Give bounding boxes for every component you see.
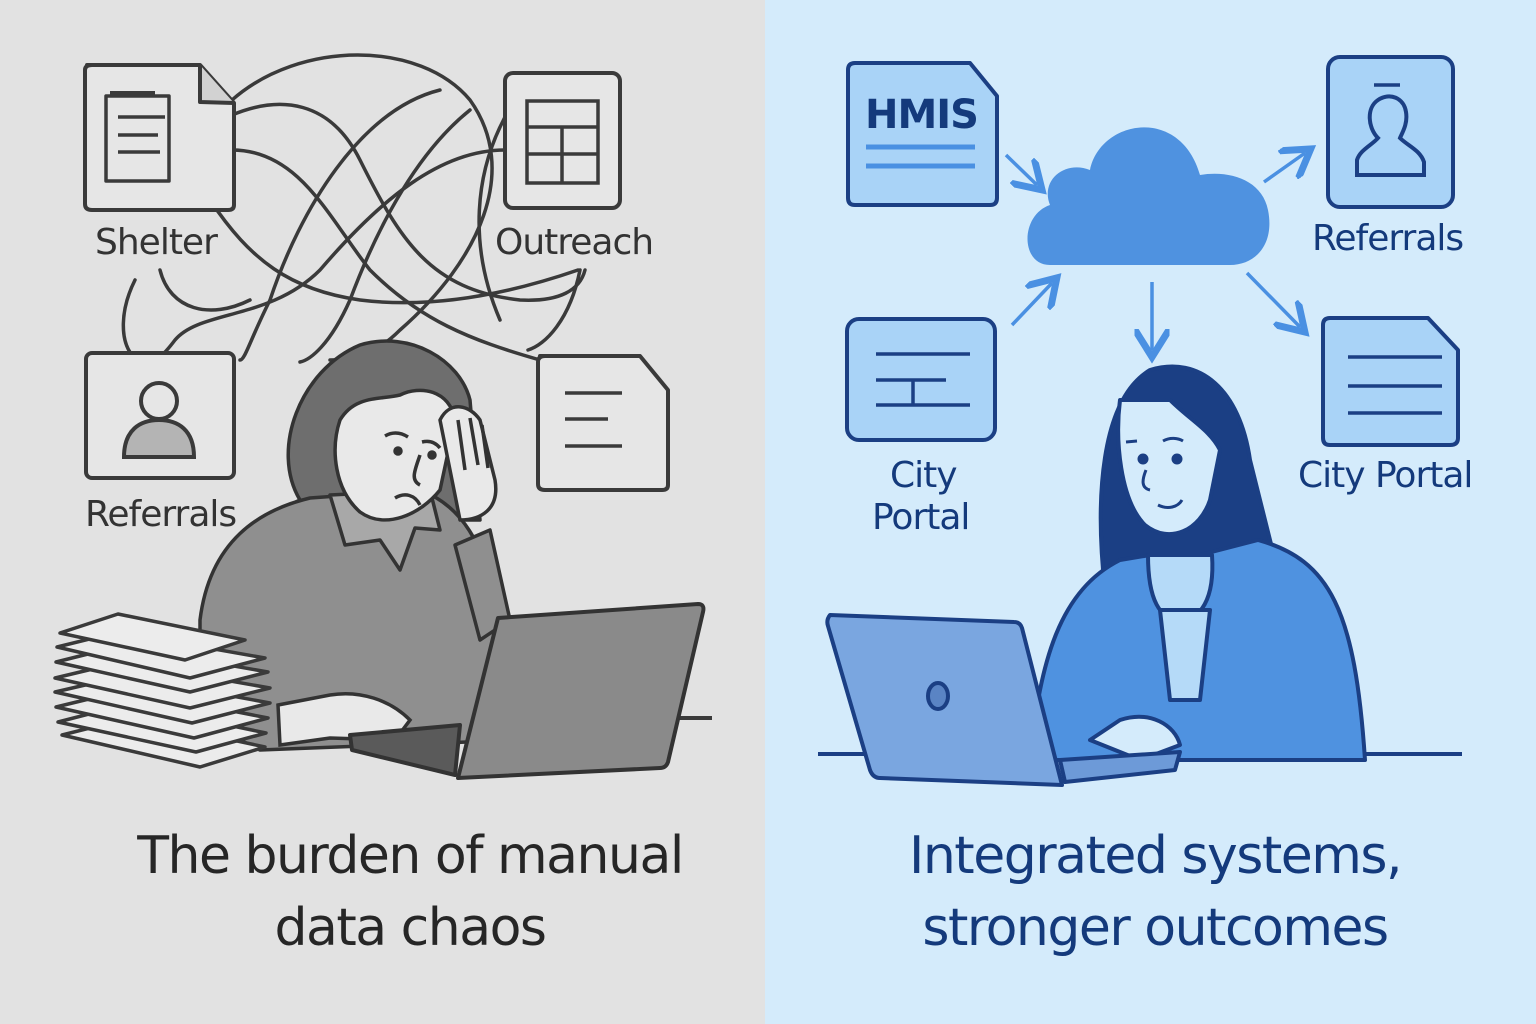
laptop-icon — [348, 602, 706, 780]
hmis-document-icon — [846, 61, 999, 207]
label-referrals: Referrals — [85, 494, 237, 535]
label-shelter: Shelter — [95, 222, 218, 263]
document-icon — [536, 354, 670, 492]
laptop-icon — [825, 613, 1182, 787]
left-caption: The burden of manual data chaos — [60, 820, 760, 964]
right-caption-line2: stronger outcomes — [922, 898, 1389, 958]
left-panel-manual-chaos: Shelter Outreach Referrals The burden of… — [0, 0, 765, 1024]
city-portal-document-icon — [1321, 316, 1460, 447]
shelter-document-icon — [83, 63, 236, 212]
outreach-spreadsheet-icon — [503, 71, 622, 210]
label-city-portal-left-line2: Portal — [872, 497, 970, 538]
left-caption-line2: data chaos — [274, 898, 547, 958]
integrated-illustration — [818, 55, 1462, 787]
right-caption: Integrated systems, stronger outcomes — [805, 820, 1505, 964]
label-city-portal-right: City Portal — [1298, 455, 1473, 496]
stressed-woman — [198, 339, 522, 752]
right-panel-integrated: HMIS Referrals City Portal City Portal I… — [765, 0, 1536, 1024]
cloud-icon — [1027, 127, 1270, 265]
city-portal-form-icon — [845, 317, 997, 442]
right-caption-line1: Integrated systems, — [909, 826, 1402, 886]
chaos-illustration — [53, 53, 712, 780]
label-city-portal-left-line1: City — [890, 455, 958, 496]
referrals-person-icon — [84, 351, 236, 480]
confident-woman — [1028, 364, 1367, 762]
label-referrals: Referrals — [1312, 218, 1464, 259]
left-caption-line1: The burden of manual — [137, 826, 684, 886]
paper-stack-icon — [53, 612, 272, 769]
label-outreach: Outreach — [495, 222, 654, 263]
label-hmis: HMIS — [865, 92, 979, 138]
referrals-person-card-icon — [1326, 55, 1455, 209]
